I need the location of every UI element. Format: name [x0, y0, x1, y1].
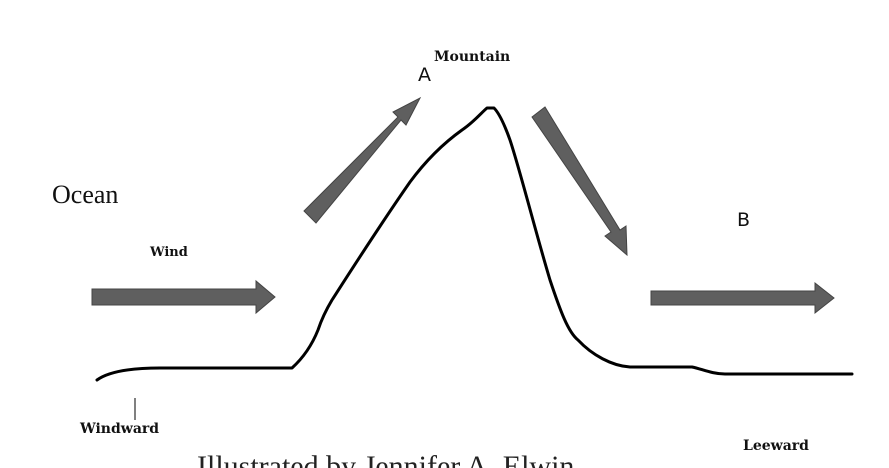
illustration-credit-caption: Illustrated by Jennifer A. Elwin: [197, 450, 575, 468]
point-b-label: B: [737, 209, 751, 231]
rising-air-arrow: [303, 96, 422, 224]
leeward-wind-arrow: [650, 281, 835, 315]
terrain-profile-line: [95, 106, 854, 382]
mountain-label: Mountain: [434, 49, 511, 65]
ocean-label: Ocean: [52, 180, 119, 209]
windward-label: Windward: [80, 421, 160, 437]
wind-label: Wind: [150, 245, 188, 260]
descending-air-arrow: [531, 106, 628, 257]
leeward-label: Leeward: [743, 438, 809, 454]
point-a-label: A: [418, 64, 431, 86]
wind-arrow-horizontal: [91, 279, 276, 315]
